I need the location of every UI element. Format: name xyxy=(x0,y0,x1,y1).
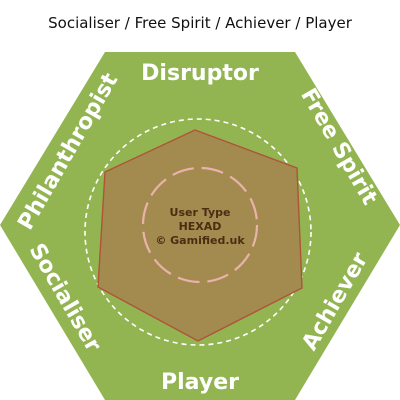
center-line-3: © Gamified.uk xyxy=(155,234,245,247)
label-disruptor: Disruptor xyxy=(141,61,259,86)
center-line-2: HEXAD xyxy=(179,220,222,233)
profile-shape xyxy=(97,129,303,342)
label-player: Player xyxy=(161,370,239,395)
inner-dashed-circle xyxy=(141,166,259,284)
center-line-1: User Type xyxy=(170,206,231,219)
page-title: Socialiser / Free Spirit / Achiever / Pl… xyxy=(48,14,352,32)
dashed-ring xyxy=(84,118,312,346)
